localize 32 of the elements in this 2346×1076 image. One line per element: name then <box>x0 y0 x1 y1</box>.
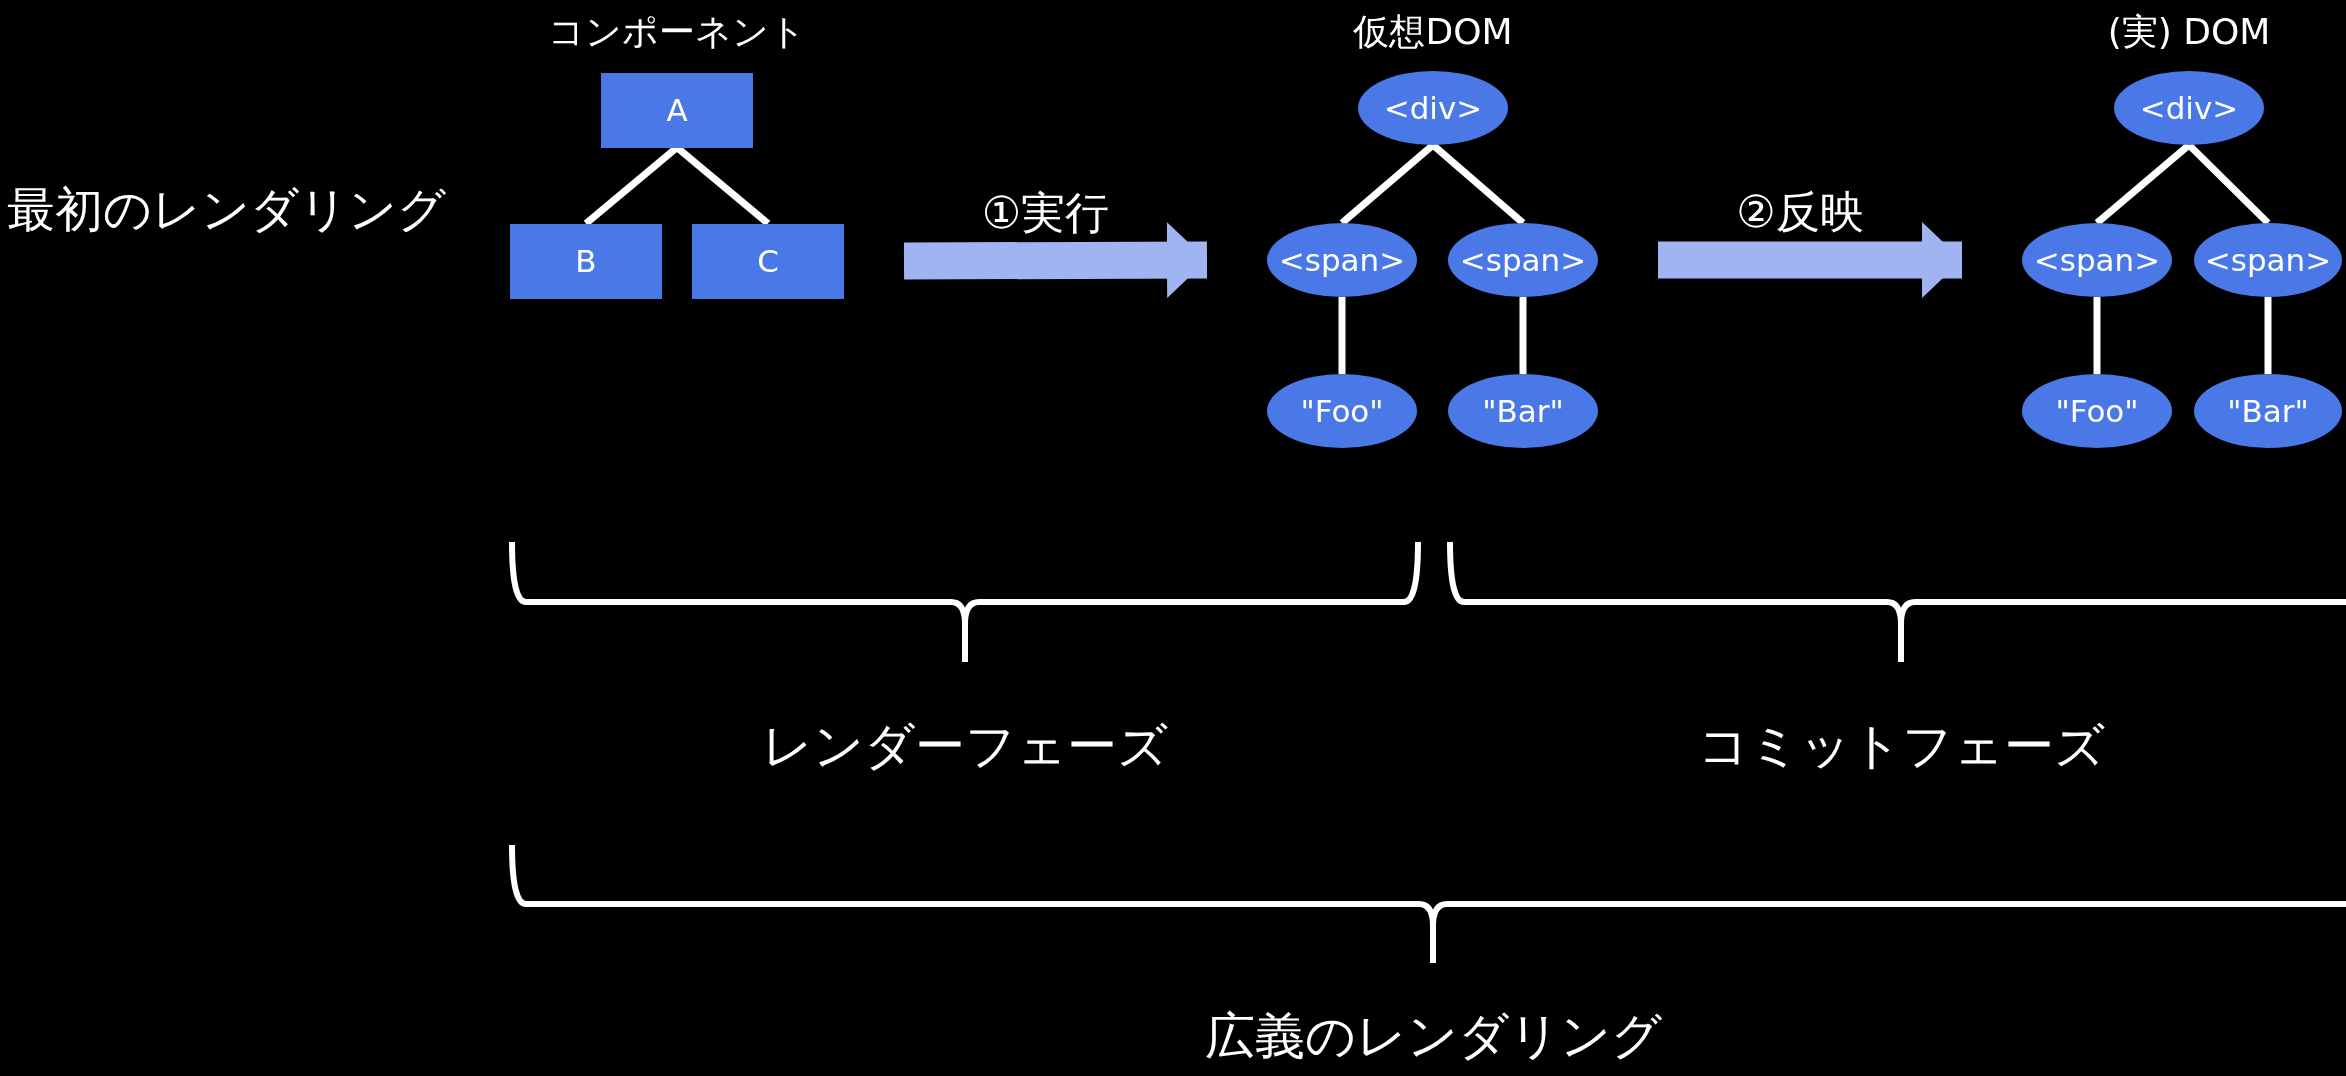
connector-line <box>1339 142 1436 226</box>
phase-label: 広義のレンダリング <box>1204 1005 1662 1067</box>
dom-node-ellipse: <span> <box>1448 223 1598 297</box>
component-box: A <box>601 72 753 148</box>
edge-label: ②反映 <box>1736 184 1864 239</box>
edge-label: ①実行 <box>981 185 1110 240</box>
dom-node-ellipse: "Foo" <box>1267 374 1417 448</box>
dom-node-ellipse: <div> <box>1358 71 1508 145</box>
connector-line <box>1519 297 1527 374</box>
dom-node-ellipse: "Bar" <box>2194 374 2342 448</box>
connector-line <box>1430 142 1526 226</box>
heading-label: 仮想DOM <box>1353 9 1513 54</box>
dom-node-ellipse: "Foo" <box>2022 374 2172 448</box>
phase-label: レンダーフェーズ <box>762 715 1168 777</box>
connector-line <box>1338 297 1346 374</box>
phase-label: コミットフェーズ <box>1697 715 2105 777</box>
dom-node-ellipse: <div> <box>2114 71 2264 145</box>
block-arrow <box>1658 222 1962 298</box>
component-box: B <box>510 223 662 299</box>
connector-line <box>2093 297 2101 374</box>
connector-line <box>2186 142 2271 226</box>
connector-line <box>2094 142 2192 226</box>
dom-node-ellipse: <span> <box>1267 223 1417 297</box>
dom-node-ellipse: <span> <box>2194 223 2342 297</box>
heading-label: (実) DOM <box>2107 9 2271 54</box>
dom-node-ellipse: <span> <box>2022 223 2172 297</box>
dom-node-ellipse: "Bar" <box>1448 374 1598 448</box>
block-arrow <box>903 222 1208 299</box>
component-box: C <box>692 223 844 299</box>
connector-line <box>2264 297 2272 374</box>
heading-label: コンポーネント <box>548 9 806 54</box>
row-label: 最初のレンダリング <box>6 180 446 239</box>
